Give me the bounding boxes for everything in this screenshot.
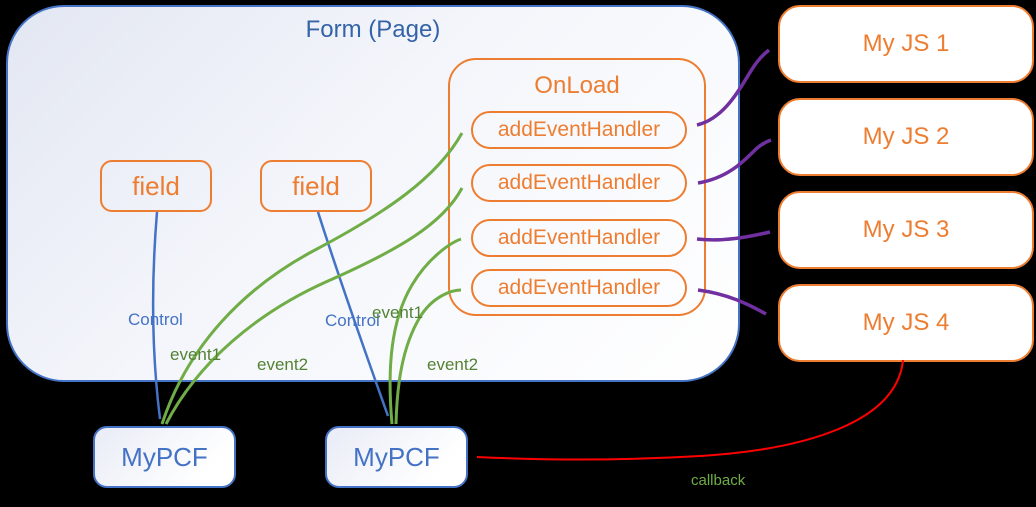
my-js-label-4: My JS 4 [862, 309, 950, 336]
control-label-2: Control [325, 311, 380, 330]
event1-label-2: event1 [372, 303, 424, 322]
my-pcf-box-1: MyPCF [93, 426, 236, 488]
add-event-handler-box-1: addEventHandler [471, 111, 687, 149]
add-event-handler-box-2: addEventHandler [471, 164, 687, 202]
field-box-2: field [260, 160, 372, 212]
event2-label-2: event2 [427, 355, 479, 374]
add-event-handler-label-2: addEventHandler [497, 171, 661, 194]
add-event-handler-label-4: addEventHandler [497, 276, 661, 299]
my-js-box-3: My JS 3 [778, 191, 1034, 269]
my-js-label-1: My JS 1 [862, 30, 950, 57]
my-js-box-4: My JS 4 [778, 284, 1034, 362]
my-pcf-label-2: MyPCF [353, 441, 440, 472]
add-event-handler-box-3: addEventHandler [471, 219, 687, 257]
add-event-handler-box-4: addEventHandler [471, 269, 687, 307]
add-event-handler-label-3: addEventHandler [497, 226, 661, 249]
field-box-1: field [100, 160, 212, 212]
field-label-2: field [292, 170, 340, 201]
control-label-1: Control [128, 310, 183, 329]
field-label-1: field [132, 170, 180, 201]
my-js-box-2: My JS 2 [778, 98, 1034, 176]
event1-label-1: event1 [170, 345, 222, 364]
my-js-box-1: My JS 1 [778, 5, 1034, 83]
add-event-handler-label-1: addEventHandler [497, 118, 661, 141]
event2-label-1: event2 [257, 355, 309, 374]
my-js-label-2: My JS 2 [862, 123, 950, 150]
onload-title: OnLoad [534, 72, 620, 99]
my-pcf-box-2: MyPCF [325, 426, 468, 488]
onload-container: OnLoad addEventHandler addEventHandler a… [448, 58, 706, 316]
my-js-label-3: My JS 3 [862, 216, 950, 243]
callback-label: callback [691, 472, 746, 489]
form-page-title: Form (Page) [305, 16, 441, 43]
my-pcf-label-1: MyPCF [121, 441, 208, 472]
